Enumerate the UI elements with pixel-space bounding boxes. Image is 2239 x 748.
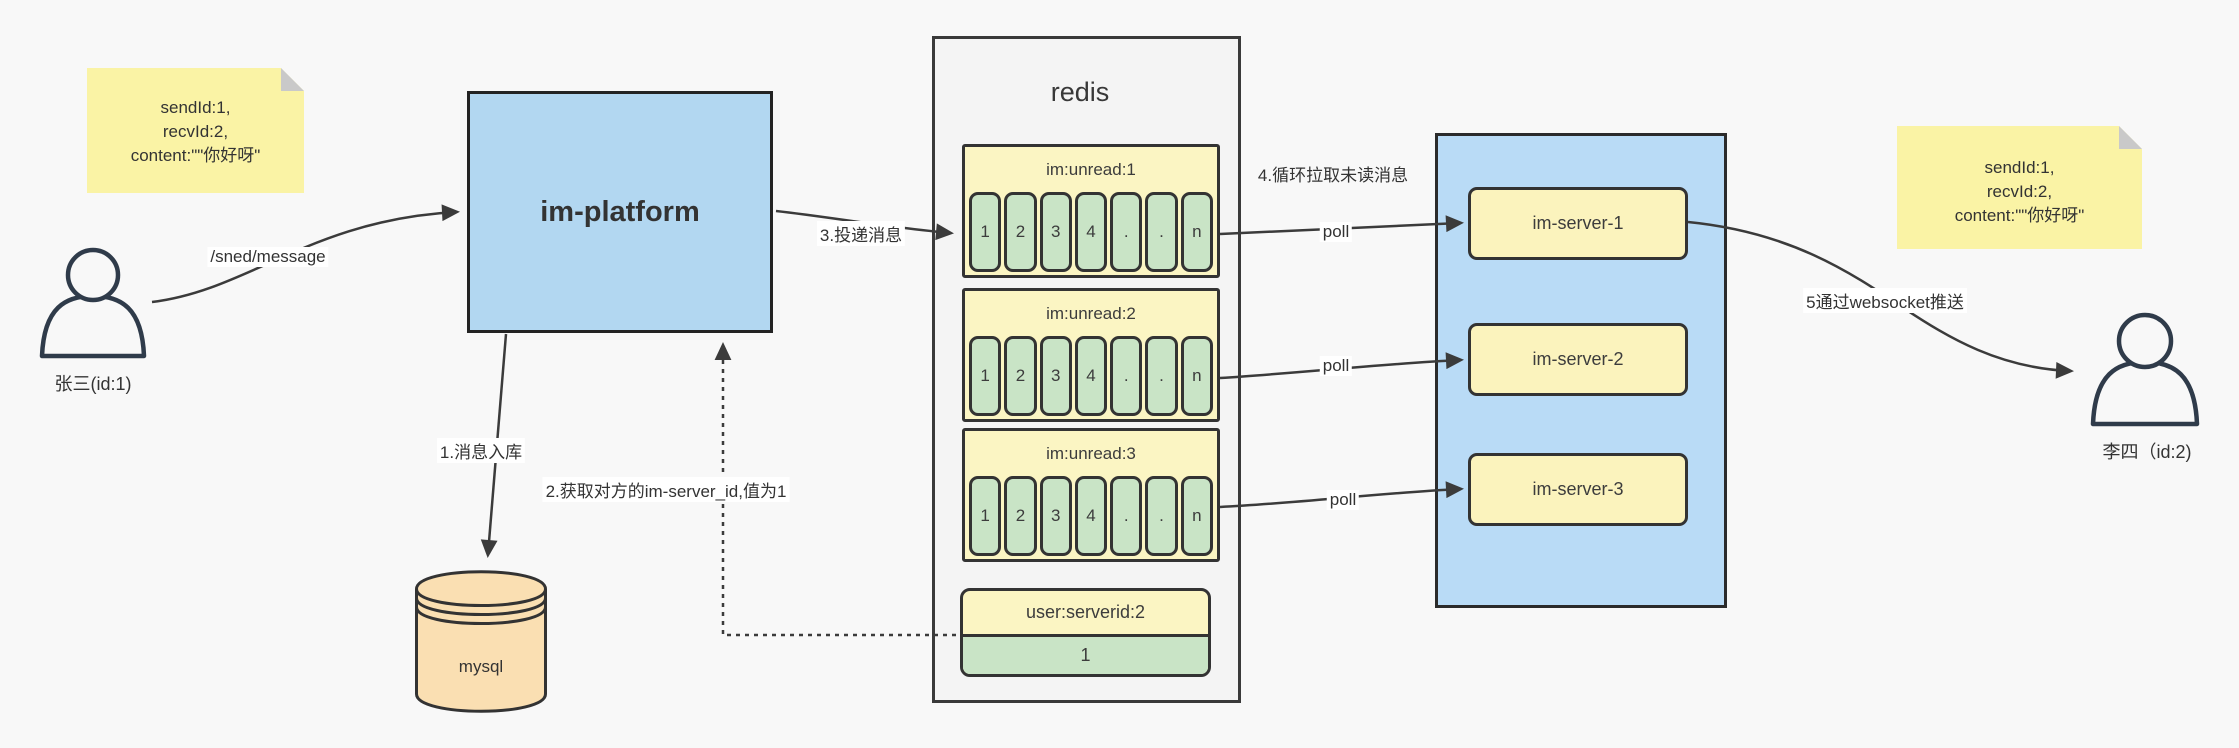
queue-cell: . [1110, 476, 1143, 556]
edge-poll-1-label: poll [1319, 222, 1353, 242]
queue-name: im:unread:3 [1046, 443, 1136, 463]
queue-cell: . [1145, 336, 1178, 416]
note-line: recvId:2, [162, 122, 229, 141]
queue-im-unread-2: im:unread:2 1 2 3 4 . . n [962, 288, 1220, 422]
im-server-2-node: im-server-2 [1468, 323, 1688, 396]
kv-value: 1 [963, 634, 1208, 674]
queue-cell: n [1180, 192, 1213, 272]
queue-cell: 1 [969, 192, 1002, 272]
queue-im-unread-1: im:unread:1 1 2 3 4 . . n [962, 144, 1220, 278]
im-server-3-node: im-server-3 [1468, 453, 1688, 526]
note-line: content:""你好呀" [1954, 206, 2085, 225]
im-server-label: im-server-1 [1532, 213, 1624, 233]
kv-user-serverid: user:serverid:2 1 [960, 588, 1211, 677]
note-line: sendId:1, [1984, 158, 2055, 177]
note-fold-icon [2119, 126, 2142, 149]
queue-cell: 4 [1074, 476, 1108, 556]
queue-cell: . [1110, 192, 1143, 272]
queue-im-unread-3: im:unread:3 1 2 3 4 . . n [962, 428, 1220, 562]
queue-cell: 2 [1004, 192, 1037, 272]
edge-push-label: 5通过websocket推送 [1803, 288, 1967, 313]
edge-poll-3-label: poll [1326, 490, 1360, 510]
im-server-label: im-server-3 [1532, 479, 1624, 499]
edge-deliver-label: 3.投递消息 [816, 221, 906, 246]
queue-cell: n [1180, 336, 1213, 416]
edge-pull-label: 4.循环拉取未读消息 [1257, 166, 1409, 185]
edge-get-serverid-label: 2.获取对方的im-server_id,值为1 [542, 477, 790, 502]
note-line: sendId:1, [160, 98, 231, 117]
im-platform-node: im-platform [467, 91, 773, 333]
database-label: mysql [458, 657, 504, 676]
im-server-label: im-server-2 [1532, 349, 1624, 369]
queue-cell: 3 [1039, 476, 1072, 556]
queue-cell: 3 [1039, 192, 1072, 272]
queue-cell: 1 [969, 336, 1002, 416]
queue-cell: . [1145, 476, 1178, 556]
queue-cells: 1 2 3 4 . . n [969, 192, 1213, 272]
edge-poll-2-label: poll [1319, 356, 1353, 376]
im-platform-label: im-platform [540, 195, 700, 228]
database-cylinder-icon [415, 570, 547, 713]
sticky-note-right: sendId:1, recvId:2, content:""你好呀" [1897, 126, 2142, 249]
queue-cell: 4 [1074, 192, 1108, 272]
kv-key: user:serverid:2 [1025, 602, 1146, 622]
queue-cell: . [1145, 192, 1178, 272]
edge-store-label: 1.消息入库 [436, 438, 526, 463]
queue-cell: 4 [1074, 336, 1108, 416]
queue-cell: 3 [1039, 336, 1072, 416]
actor-sender-label: 张三(id:1) [54, 374, 132, 394]
user-icon [39, 247, 147, 359]
queue-cells: 1 2 3 4 . . n [969, 336, 1213, 416]
queue-cell: 2 [1004, 336, 1037, 416]
actor-receiver-label: 李四（id:2) [2102, 442, 2192, 462]
note-line: content:""你好呀" [130, 146, 261, 165]
im-server-1-node: im-server-1 [1468, 187, 1688, 260]
user-icon [2090, 312, 2200, 427]
queue-cell: . [1110, 336, 1143, 416]
edge-send-label: /sned/message [207, 247, 329, 267]
note-line: recvId:2, [1986, 182, 2053, 201]
redis-title: redis [1050, 77, 1110, 107]
queue-name: im:unread:1 [1046, 159, 1136, 179]
note-fold-icon [281, 68, 304, 91]
queue-cells: 1 2 3 4 . . n [969, 476, 1213, 556]
sticky-note-left: sendId:1, recvId:2, content:""你好呀" [87, 68, 304, 193]
queue-cell: 1 [969, 476, 1002, 556]
queue-cell: 2 [1004, 476, 1037, 556]
queue-name: im:unread:2 [1046, 303, 1136, 323]
queue-cell: n [1180, 476, 1213, 556]
